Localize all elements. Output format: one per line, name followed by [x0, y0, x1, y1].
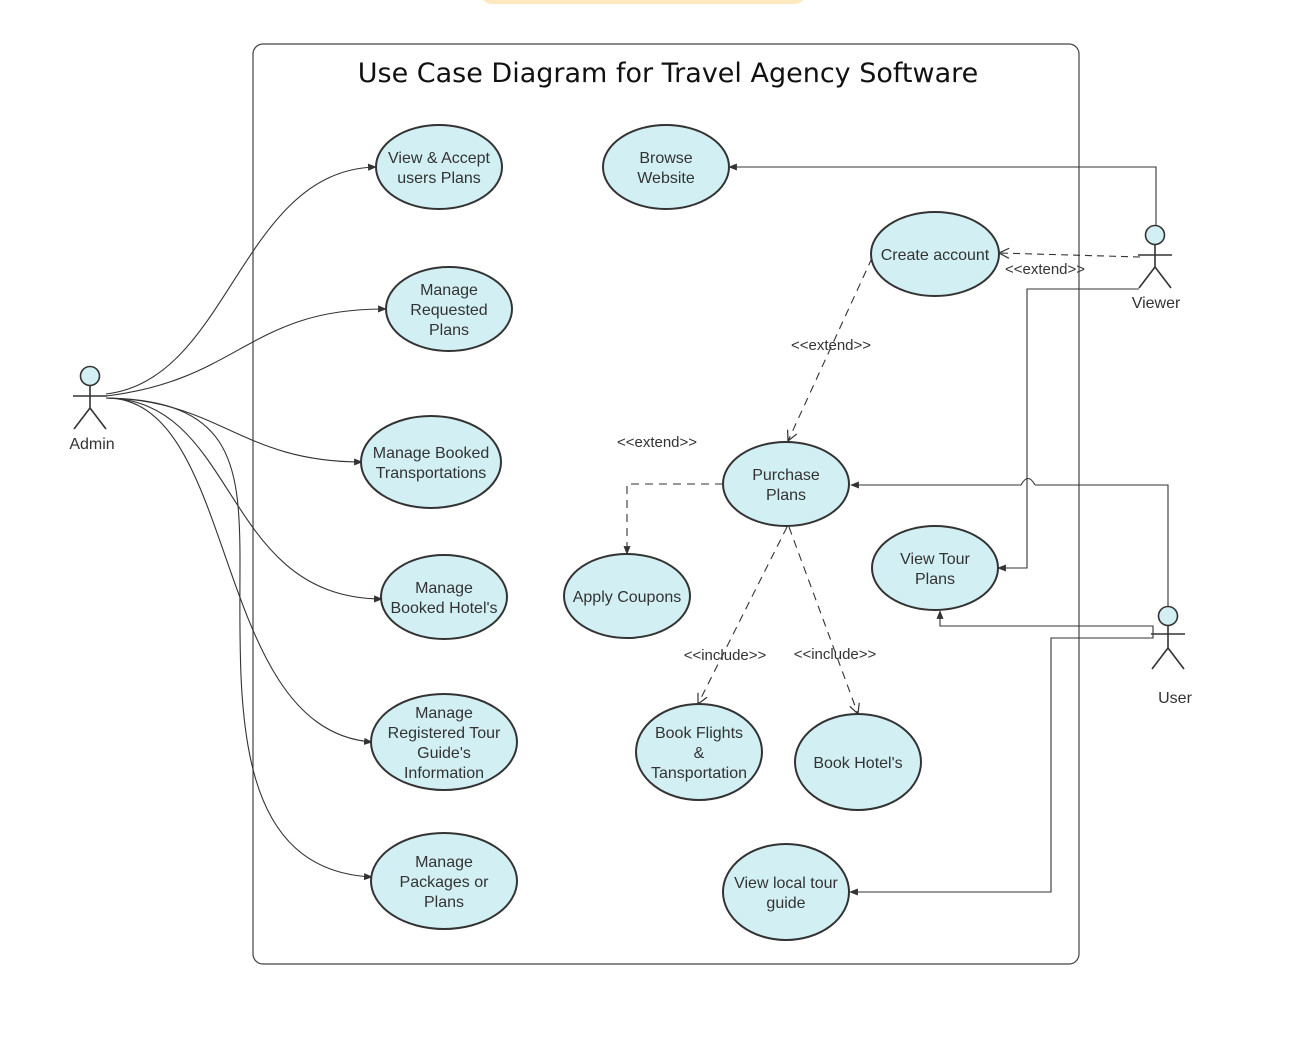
actor-viewer-label: Viewer [1132, 295, 1181, 312]
admin-head [79, 365, 101, 387]
use-case-ellipse [871, 525, 999, 611]
use-case-label: Apply Coupons [573, 589, 682, 606]
use-case-ellipse [722, 843, 850, 941]
use-case-label: Manage [415, 854, 473, 871]
user-associations [849, 477, 1169, 896]
use-case-ellipse [385, 266, 513, 352]
use-case-label: Plans [429, 322, 469, 339]
actor-user-label: User [1158, 690, 1192, 707]
assoc-admin-manage-requested [105, 305, 387, 397]
assoc-admin-view-accept [105, 163, 377, 395]
use-case-book-hotels[interactable]: Book Hotel's [794, 713, 922, 811]
use-case-ellipse [563, 553, 691, 639]
use-case-ellipse [870, 211, 1000, 297]
use-case-label: Packages or [400, 874, 490, 891]
admin-associations [105, 163, 387, 881]
use-case-ellipse [794, 713, 922, 811]
use-case-label: Website [637, 170, 695, 187]
extend-purchase-coupons-line [623, 483, 723, 555]
assoc-user-local-guide [849, 632, 1154, 896]
use-case-label: Information [404, 765, 484, 782]
actor-viewer[interactable] [1138, 224, 1172, 289]
actor-user[interactable] [1151, 605, 1185, 670]
use-case-label: Manage Booked [373, 445, 490, 462]
assoc-viewer-view-tour-plans [997, 288, 1139, 572]
viewer-head [1144, 224, 1166, 246]
use-case-ellipse [375, 124, 503, 210]
use-case-label: guide [766, 895, 805, 912]
extend-create-purchase-line [788, 257, 873, 441]
label-extend-purchase-coupons: <<extend>> [617, 434, 697, 451]
use-case-label: & [694, 745, 705, 762]
actor-admin-label: Admin [69, 436, 114, 453]
use-case-label: Create account [881, 247, 990, 264]
use-case-ellipse [370, 693, 518, 791]
use-case-apply-coupons[interactable]: Apply Coupons [563, 553, 691, 639]
use-case-label: Purchase [752, 467, 820, 484]
use-case-ellipse [370, 832, 518, 930]
label-include-hotels: <<include>> [794, 646, 877, 663]
use-case-label: Tansportation [651, 765, 747, 782]
use-case-view-local-guide[interactable]: View local tour guide [722, 843, 850, 941]
use-case-ellipse [602, 124, 730, 210]
use-case-label: Manage [415, 580, 473, 597]
use-case-label: users Plans [397, 170, 481, 187]
assoc-viewer-browse [728, 163, 1157, 227]
viewer-associations [728, 163, 1157, 572]
use-case-label: Registered Tour [388, 725, 501, 742]
assoc-admin-booked-transport [105, 397, 363, 466]
label-extend-viewer-create: <<extend>> [1005, 261, 1085, 278]
use-case-view-accept[interactable]: View & Accept users Plans [375, 124, 503, 210]
dependency-lines [623, 257, 873, 714]
use-case-ellipse [635, 703, 763, 801]
use-case-label: Manage [415, 705, 473, 722]
use-case-label: Booked Hotel's [390, 600, 497, 617]
use-case-create-account[interactable]: Create account [870, 211, 1000, 297]
system-boundary [252, 43, 1080, 965]
use-case-ellipse [380, 554, 508, 640]
use-case-label: Plans [424, 894, 464, 911]
label-extend-create-purchase: <<extend>> [791, 337, 871, 354]
assoc-user-view-tour-plans [936, 610, 1154, 632]
label-include-flights: <<include>> [684, 647, 767, 664]
use-case-label: View & Accept [388, 150, 491, 167]
use-case-label: Browse [639, 150, 692, 167]
assoc-admin-booked-hotels [105, 397, 383, 603]
include-flights-line [698, 526, 788, 704]
use-case-label: Requested [410, 302, 487, 319]
assoc-admin-packages [105, 397, 373, 881]
diagram-title: Use Case Diagram for Travel Agency Softw… [358, 58, 979, 89]
assoc-user-purchase-hop [850, 477, 1036, 489]
actor-admin[interactable] [73, 365, 107, 430]
use-case-label: Manage [420, 282, 478, 299]
use-case-label: View Tour [900, 551, 970, 568]
extend-viewer-create-line [999, 253, 1141, 257]
use-case-book-flights[interactable]: Book Flights & Tansportation [635, 703, 763, 801]
use-case-label: Guide's [417, 745, 471, 762]
use-case-label: Plans [915, 571, 955, 588]
use-case-label: Transportations [376, 465, 487, 482]
user-head [1157, 605, 1179, 627]
use-case-ellipse [722, 441, 850, 527]
assoc-admin-tour-guide [105, 397, 373, 745]
use-case-label: Book Flights [655, 725, 743, 742]
use-case-label: View local tour [734, 875, 838, 892]
assoc-user-purchase [1035, 484, 1169, 608]
top-tab-decoration [480, 0, 806, 4]
use-case-label: Book Hotel's [813, 755, 902, 772]
use-case-label: Plans [766, 487, 806, 504]
use-case-ellipse [360, 415, 502, 509]
include-hotels-line [788, 526, 858, 714]
